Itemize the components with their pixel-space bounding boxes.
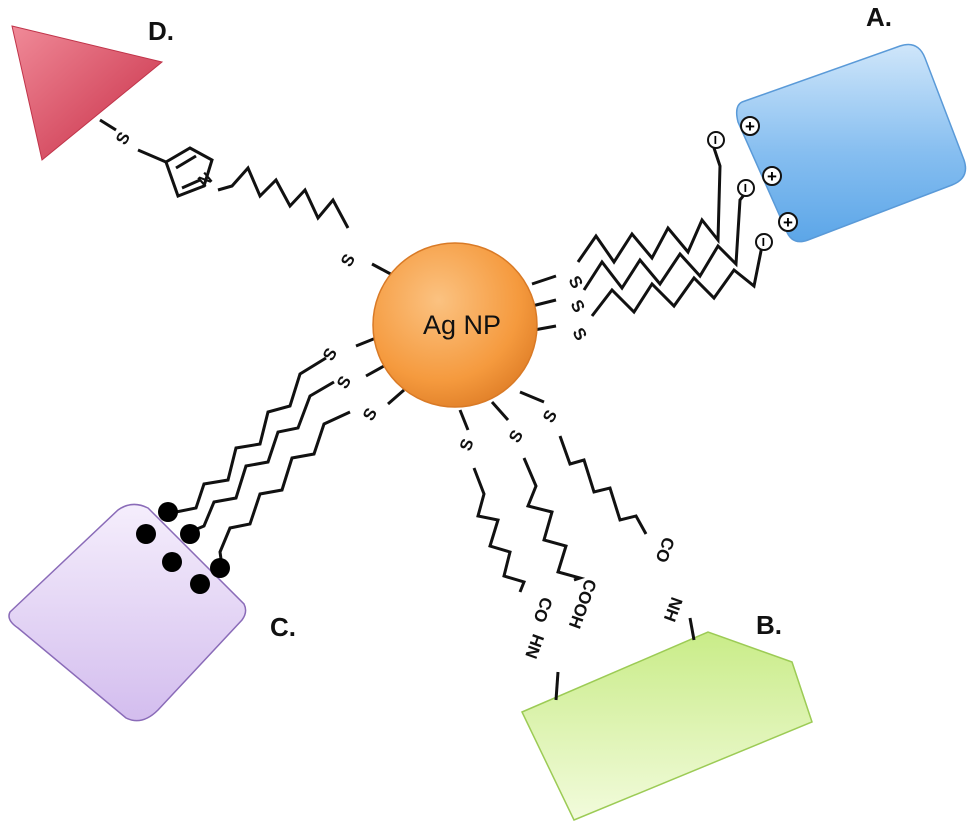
svg-text:−: − bbox=[736, 183, 753, 192]
label-d: D. bbox=[148, 16, 174, 46]
svg-text:S: S bbox=[337, 251, 359, 270]
negative-charge-icon: − bbox=[754, 233, 773, 251]
amide-bond-left bbox=[554, 671, 560, 701]
svg-text:+: + bbox=[783, 213, 793, 232]
target-block-a bbox=[735, 43, 967, 243]
ligand-c-binding-dots bbox=[136, 502, 230, 594]
binding-dot-icon bbox=[190, 574, 210, 594]
svg-text:S: S bbox=[359, 405, 381, 424]
positive-charge-icon: + bbox=[740, 116, 760, 136]
ligand-d bbox=[99, 118, 350, 229]
target-triangle-d bbox=[11, 25, 164, 161]
positive-charge-icon: + bbox=[778, 212, 798, 232]
negative-charge-icon: − bbox=[706, 131, 725, 149]
ligand-c-chains bbox=[175, 356, 351, 567]
binding-dot-icon bbox=[180, 524, 200, 544]
svg-text:NH: NH bbox=[522, 632, 548, 662]
binding-dot-icon bbox=[162, 552, 182, 572]
binding-dot-icon bbox=[210, 558, 230, 578]
negative-charge-icon: − bbox=[736, 179, 755, 197]
svg-text:−: − bbox=[706, 135, 723, 144]
ligand-a-charges: − − − + + + bbox=[706, 116, 798, 251]
svg-text:S: S bbox=[567, 297, 589, 316]
svg-text:+: + bbox=[745, 117, 755, 136]
svg-text:−: − bbox=[754, 237, 771, 246]
svg-text:S: S bbox=[333, 373, 355, 392]
label-a: A. bbox=[866, 2, 892, 32]
binding-dot-icon bbox=[136, 524, 156, 544]
np-sulfur-bonds bbox=[355, 262, 557, 431]
svg-text:+: + bbox=[767, 167, 777, 186]
target-block-c bbox=[8, 503, 247, 722]
svg-text:COOH: COOH bbox=[565, 577, 600, 631]
nanoparticle-label: Ag NP bbox=[423, 310, 501, 340]
svg-text:S: S bbox=[569, 325, 591, 344]
svg-text:S: S bbox=[539, 407, 561, 426]
svg-text:S: S bbox=[456, 436, 478, 453]
svg-text:CO: CO bbox=[530, 595, 557, 625]
ligand-a-chains bbox=[576, 147, 766, 317]
target-block-b bbox=[520, 631, 813, 821]
ligand-b-groups: CO NH COOH CO NH bbox=[522, 535, 686, 662]
label-c: C. bbox=[270, 612, 296, 642]
binding-dot-icon bbox=[158, 502, 178, 522]
silver-nanoparticle: Ag NP bbox=[372, 242, 538, 408]
positive-charge-icon: + bbox=[762, 166, 782, 186]
svg-text:S: S bbox=[112, 129, 134, 148]
amide-bond-right bbox=[688, 617, 696, 641]
svg-text:S: S bbox=[505, 427, 527, 446]
ligand-b-chains bbox=[472, 435, 648, 593]
label-b: B. bbox=[756, 610, 782, 640]
svg-text:CO: CO bbox=[652, 535, 679, 565]
svg-text:NH: NH bbox=[660, 595, 686, 625]
